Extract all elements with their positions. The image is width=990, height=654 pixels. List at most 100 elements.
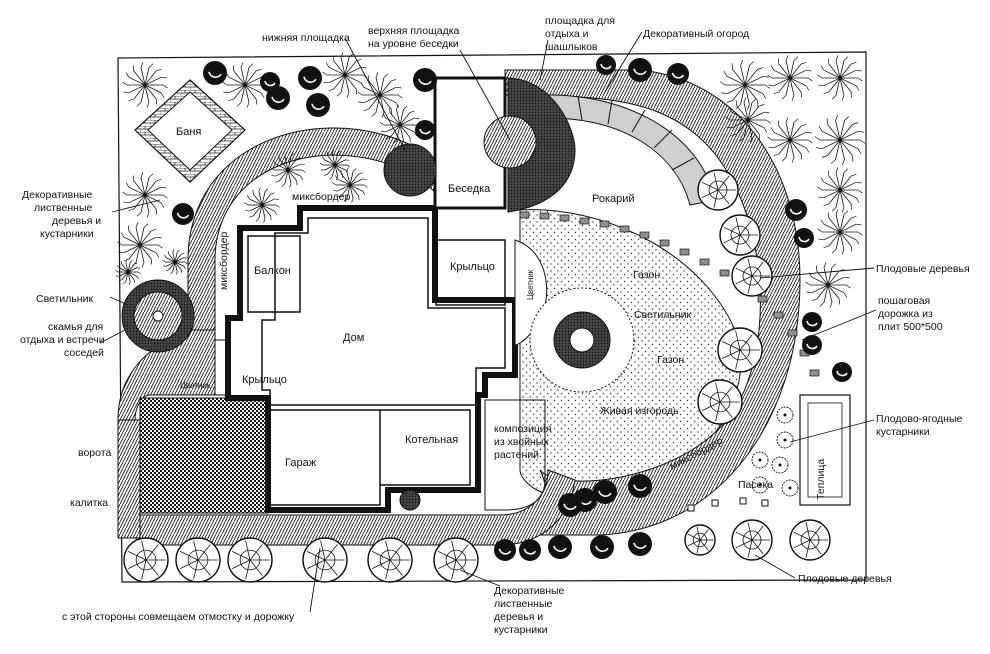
label-fruit-trees-right: Плодовые деревья — [876, 263, 970, 275]
fruit-tree — [731, 255, 773, 297]
dark-shrub — [802, 335, 822, 355]
dark-shrub — [785, 199, 807, 221]
label-bbq-2: отдыха и — [545, 28, 589, 40]
lower-platform — [383, 143, 437, 197]
fruit-tree — [227, 537, 273, 583]
deciduous-trees — [115, 52, 866, 308]
label-decor-left-2: лиственные — [34, 202, 92, 214]
label-conifers-1: композиция — [494, 423, 551, 435]
dark-shrub — [260, 72, 280, 92]
label-flowerbed-left: Цветник — [180, 381, 211, 390]
label-gate: ворота — [78, 447, 111, 459]
label-greenhouse: Теплица — [815, 459, 827, 500]
label-bench-3: соседей — [64, 347, 104, 359]
berry-shrub — [776, 431, 794, 449]
label-bbq-3: шашлыков — [545, 41, 598, 53]
label-step-path-2: дорожка из — [878, 308, 933, 320]
label-wicket: калитка — [70, 497, 108, 509]
driveway-paving — [139, 397, 269, 514]
banya-building — [147, 91, 233, 171]
label-decor-left-1: Декоративные — [22, 189, 93, 201]
label-decor-bottom-3: деревья и — [494, 611, 543, 623]
label-mixborder-left: миксбордер — [218, 232, 230, 290]
leader-lines — [99, 31, 877, 613]
deciduous-tree — [117, 222, 163, 268]
dark-shrub — [802, 312, 822, 332]
label-bench-1: скамья для — [48, 321, 103, 333]
lamp-center — [569, 327, 595, 353]
conifer-shrub — [399, 489, 421, 511]
deciduous-tree — [322, 52, 368, 98]
berry-shrub — [771, 456, 789, 474]
berry-shrub-group — [751, 406, 799, 497]
label-fruit-trees-bottom: Плодовые деревья — [798, 573, 892, 585]
berry-shrub — [776, 406, 794, 424]
dark-shrub — [266, 86, 290, 110]
label-mixborder-top: миксбордер — [292, 191, 350, 203]
label-lawn-1: Газон — [633, 269, 660, 281]
berry-shrub — [751, 476, 769, 494]
deciduous-tree — [332, 167, 368, 203]
deciduous-tree — [725, 97, 771, 143]
deciduous-tree — [767, 117, 813, 163]
dark-shrub — [832, 362, 852, 382]
dark-shrub — [628, 58, 652, 82]
dark-shrub — [172, 203, 194, 225]
deciduous-tree — [814, 114, 866, 166]
dark-shrub — [596, 55, 616, 75]
deciduous-tree — [719, 59, 771, 111]
dark-shrub — [519, 539, 541, 561]
dark-shrub — [590, 535, 614, 559]
label-boiler: Котельная — [405, 434, 458, 446]
fruit-tree — [367, 537, 413, 583]
dark-shrub — [667, 63, 689, 85]
label-lawn-2: Газон — [657, 354, 684, 366]
fruit-tree — [302, 537, 348, 583]
fruit-tree — [717, 327, 763, 373]
deciduous-tree — [817, 167, 863, 213]
deciduous-tree — [357, 72, 403, 118]
deciduous-tree — [115, 259, 141, 285]
deciduous-tree — [122, 172, 168, 218]
fruit-tree — [684, 524, 716, 556]
gate-strip — [117, 419, 141, 539]
label-decor-bottom-1: Декоративные — [494, 585, 565, 597]
label-decor-left-3: деревья и — [52, 215, 101, 227]
label-lamp-left: Светильник — [36, 293, 93, 305]
fruit-tree — [123, 537, 169, 583]
deciduous-tree — [805, 262, 851, 308]
label-house: Дом — [343, 332, 364, 344]
label-conifers-2: из хвойных — [494, 436, 549, 448]
label-decor-left-4: кустарники — [40, 228, 94, 240]
dark-shrub — [415, 120, 435, 140]
fruit-tree — [789, 519, 831, 561]
fruit-tree — [433, 537, 479, 583]
deciduous-tree — [244, 187, 280, 223]
fruit-tree — [697, 169, 739, 211]
garden-path-right — [504, 69, 801, 536]
label-porch-left: Крыльцо — [242, 374, 287, 386]
fruit-tree — [731, 519, 773, 561]
deciduous-tree — [767, 55, 813, 101]
deciduous-tree — [319, 149, 351, 181]
label-rockery: Рокарий — [592, 193, 635, 205]
dark-shrub — [628, 474, 652, 498]
deciduous-tree — [817, 209, 863, 255]
deciduous-tree — [270, 152, 306, 188]
deciduous-tree — [817, 55, 863, 101]
fruit-trees — [123, 169, 831, 583]
deciduous-tree — [162, 249, 188, 275]
label-upper-platform-2: на уровне беседки — [368, 38, 459, 50]
dark-shrub — [413, 68, 437, 92]
dark-shrub — [558, 493, 582, 517]
decor-garden-bed-dividers — [577, 95, 695, 171]
label-upper-platform-1: верхняя площадка — [368, 25, 460, 37]
label-conifers-3: растений — [494, 449, 539, 461]
house-inner-walls — [247, 217, 506, 506]
dark-shrub — [548, 535, 572, 559]
dark-shrub — [593, 480, 617, 504]
label-porch-right: Крыльцо — [450, 261, 495, 273]
dark-shrubs — [172, 55, 852, 561]
